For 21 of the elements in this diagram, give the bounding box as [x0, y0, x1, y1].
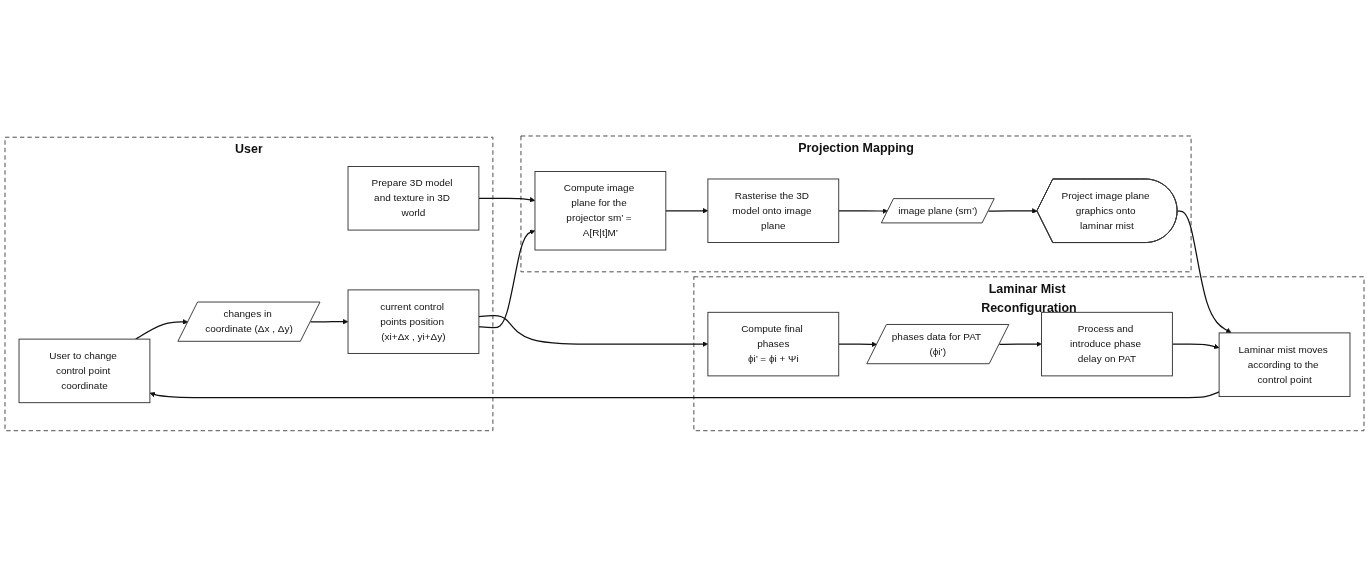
arrow [665, 208, 709, 214]
arrow [135, 319, 189, 340]
arrow [149, 391, 1220, 399]
node-box: Prepare 3D model and texture in 3D world [347, 166, 480, 231]
arrow [838, 341, 878, 348]
arrow [478, 315, 709, 347]
arrow [1176, 210, 1232, 334]
node-box: Rasterise the 3D model onto image plane [707, 178, 840, 244]
node-box: Compute image plane for the projector sm’ = A[R|t]M’ [534, 171, 667, 251]
node-box: User to change control point coordinate [18, 338, 151, 404]
arrow [838, 208, 888, 214]
arrow [478, 197, 536, 203]
arrow [998, 341, 1042, 347]
node-box: current control points position (xi+Δx , yi+Δy) [347, 289, 480, 355]
arrow [478, 229, 536, 329]
node-box: Process and introduce phase delay on PAT [1041, 312, 1173, 377]
node-box: Laminar mist moves according to the control point [1218, 332, 1351, 398]
arrow [987, 208, 1038, 214]
node-box: Compute final phases ϕi’ = ϕi + Ψi [707, 312, 840, 377]
arrow [309, 319, 349, 325]
arrow [1171, 343, 1220, 350]
